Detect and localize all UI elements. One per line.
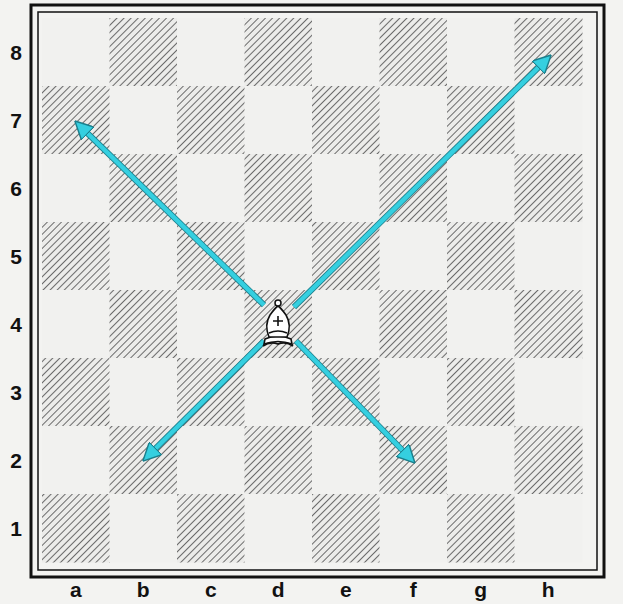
light-square: [380, 358, 448, 427]
dark-square: [447, 494, 515, 563]
dark-square: [42, 222, 110, 291]
rank-label: 1: [10, 518, 22, 539]
light-square: [245, 86, 313, 155]
dark-square: [380, 290, 448, 359]
dark-square: [447, 222, 515, 291]
dark-square: [245, 426, 313, 495]
dark-square: [312, 86, 380, 155]
light-square: [447, 290, 515, 359]
arrow-outline: [148, 341, 264, 456]
outer-border: [31, 5, 604, 577]
light-square: [177, 290, 245, 359]
dark-square: [177, 494, 245, 563]
file-label: a: [70, 579, 82, 600]
arrow-outline: [294, 60, 546, 307]
bishop-foot: [263, 343, 293, 346]
light-square: [42, 426, 110, 495]
move-arrow: [148, 341, 264, 456]
light-square: [42, 290, 110, 359]
board-squares: [42, 18, 583, 563]
light-square: [515, 86, 583, 155]
light-square: [177, 18, 245, 87]
arrow-outline: [296, 341, 410, 458]
bishop-body: [267, 306, 290, 337]
light-square: [177, 426, 245, 495]
move-arrow: [80, 126, 264, 305]
dark-square: [515, 426, 583, 495]
light-square: [245, 494, 313, 563]
dark-square: [42, 494, 110, 563]
light-square: [312, 18, 380, 87]
dark-square: [110, 290, 178, 359]
light-square: [245, 222, 313, 291]
light-square: [380, 222, 448, 291]
light-square: [447, 154, 515, 223]
file-label: e: [340, 579, 352, 600]
light-square: [42, 154, 110, 223]
dark-square: [447, 358, 515, 427]
file-label: f: [410, 579, 417, 600]
move-arrow: [294, 60, 546, 307]
light-square: [447, 18, 515, 87]
light-square: [380, 494, 448, 563]
dark-square: [42, 358, 110, 427]
rank-label: 2: [10, 450, 22, 471]
file-label: g: [474, 579, 487, 600]
bishop-cross: [273, 316, 283, 326]
dark-square: [312, 494, 380, 563]
rank-label: 8: [10, 42, 22, 63]
rank-label: 5: [10, 246, 22, 267]
bishop-knob: [275, 300, 281, 306]
rank-label: 6: [10, 178, 22, 199]
light-square: [515, 494, 583, 563]
move-arrow: [296, 341, 410, 458]
arrow-outline: [80, 126, 264, 305]
light-square: [515, 222, 583, 291]
light-square: [42, 18, 110, 87]
dark-square: [515, 290, 583, 359]
dark-square: [177, 86, 245, 155]
file-label: b: [137, 579, 150, 600]
rank-label: 7: [10, 110, 22, 131]
dark-square: [380, 18, 448, 87]
light-square: [110, 222, 178, 291]
move-arrows: [80, 60, 546, 458]
dark-square: [245, 18, 313, 87]
file-label: d: [272, 579, 285, 600]
inner-border: [38, 12, 597, 570]
light-square: [312, 290, 380, 359]
light-square: [312, 426, 380, 495]
light-square: [110, 358, 178, 427]
file-label: h: [542, 579, 555, 600]
dark-square: [245, 154, 313, 223]
light-square: [177, 154, 245, 223]
dark-square: [515, 154, 583, 223]
light-square: [447, 426, 515, 495]
rank-label: 4: [10, 314, 22, 335]
file-label: c: [205, 579, 217, 600]
light-square: [110, 494, 178, 563]
light-square: [245, 358, 313, 427]
dark-square: [110, 18, 178, 87]
rank-label: 3: [10, 382, 22, 403]
white-bishop: [263, 300, 293, 346]
light-square: [515, 358, 583, 427]
dark-square: [515, 18, 583, 87]
light-square: [110, 86, 178, 155]
light-square: [312, 154, 380, 223]
bishop-collar: [269, 331, 287, 333]
light-square: [380, 86, 448, 155]
